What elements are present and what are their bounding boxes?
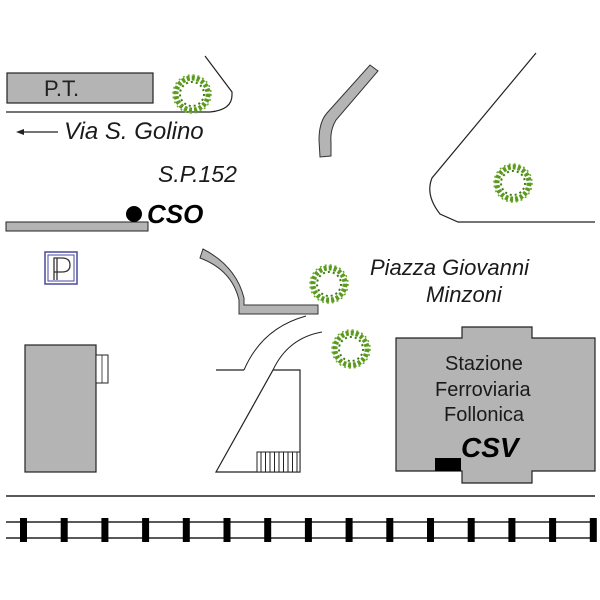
road-strip-cso: [5, 221, 149, 232]
railway-sleeper: [549, 518, 557, 542]
railway-sleeper: [427, 518, 434, 542]
street-label-via-s-golino: Via S. Golino: [64, 118, 204, 145]
road-label-sp152: S.P.152: [158, 161, 237, 187]
station-building: [395, 326, 596, 484]
location-dot-icon: [126, 206, 142, 222]
arrow-head: [16, 129, 24, 135]
parking-icon-inner: [47, 254, 75, 282]
traffic-island-l: [199, 248, 319, 315]
railway-track: [6, 518, 597, 542]
square-label-line1: Piazza Giovanni: [370, 255, 529, 280]
path-curve-right: [272, 331, 323, 371]
post-office-building: [6, 72, 154, 104]
building-center-hatch: [256, 451, 301, 473]
tree-icon: [310, 265, 348, 303]
parking-icon: [44, 251, 78, 285]
traffic-island-north: [318, 64, 379, 158]
station-entrance: [435, 458, 461, 471]
stop-label-csv: CSV: [461, 432, 519, 463]
railway-sleeper: [101, 518, 109, 542]
railway-sleeper: [20, 518, 27, 542]
tree-icon: [332, 330, 370, 368]
railway-sleeper: [182, 518, 190, 542]
railway-sleeper: [223, 518, 231, 542]
railway-sleeper: [467, 518, 475, 542]
path-curve-left: [243, 315, 307, 371]
road-curb-top-left: [6, 55, 233, 113]
stop-label-cso: CSO: [147, 199, 204, 229]
station-label-line3: Follonica: [444, 404, 525, 426]
railway-sleeper: [589, 518, 597, 542]
post-office-label: P.T.: [44, 76, 80, 101]
parking-icon-glyph: [53, 257, 71, 280]
road-curb-right: [429, 52, 595, 223]
station-label-line2: Ferroviaria: [435, 379, 531, 401]
railway-sleeper: [345, 518, 353, 542]
square-label-line2: Minzoni: [426, 282, 502, 307]
station-label-line1: Stazione: [445, 353, 523, 375]
railway-sleeper: [60, 518, 68, 542]
railway-sleeper: [264, 518, 272, 542]
railway-sleeper: [304, 518, 312, 542]
railway-sleeper: [142, 518, 150, 542]
railway-sleeper: [508, 518, 516, 542]
tree-icon: [494, 164, 532, 202]
tree-icon: [173, 75, 211, 113]
railway-sleeper: [386, 518, 394, 542]
building-left: [24, 344, 97, 473]
